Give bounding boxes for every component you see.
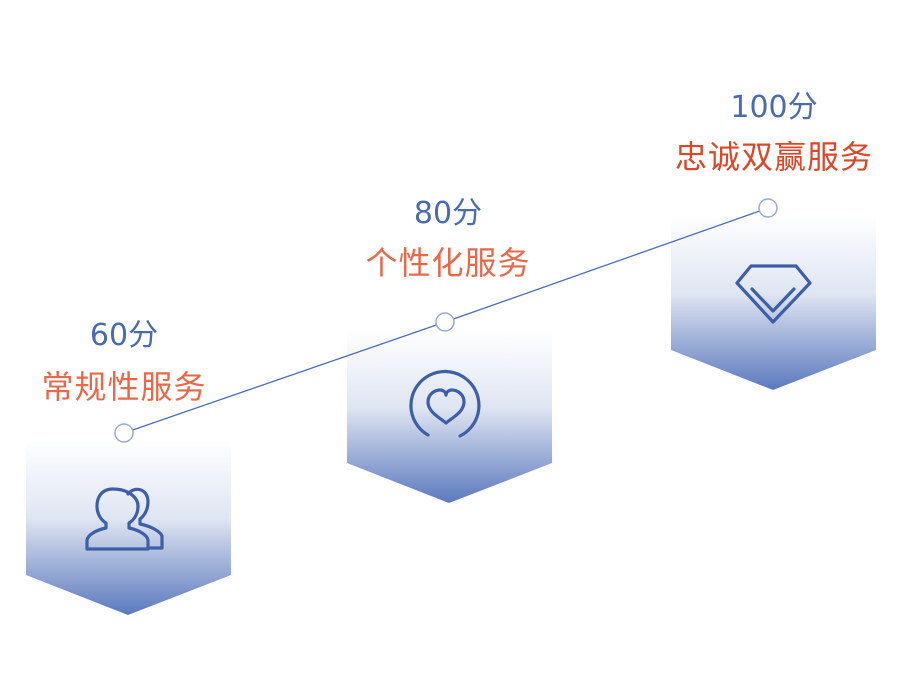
- heart-icon: [409, 369, 481, 438]
- diamond-icon: [735, 264, 812, 324]
- stage-score-3: 100分: [730, 90, 818, 125]
- stage-name-3: 忠诚双赢服务: [674, 138, 874, 176]
- stage-score-1: 60分: [89, 318, 159, 353]
- stage-badge-2: [347, 330, 552, 503]
- stage-badge-3: [671, 215, 876, 390]
- stage-node-3: [758, 198, 778, 218]
- stage-name-1: 常规性服务: [41, 368, 207, 406]
- stage-name-2: 个性化服务: [365, 244, 531, 282]
- users-icon: [85, 487, 164, 551]
- stage-score-2: 80分: [413, 196, 483, 231]
- stage-node-2: [435, 312, 455, 332]
- stage-node-1: [114, 423, 134, 443]
